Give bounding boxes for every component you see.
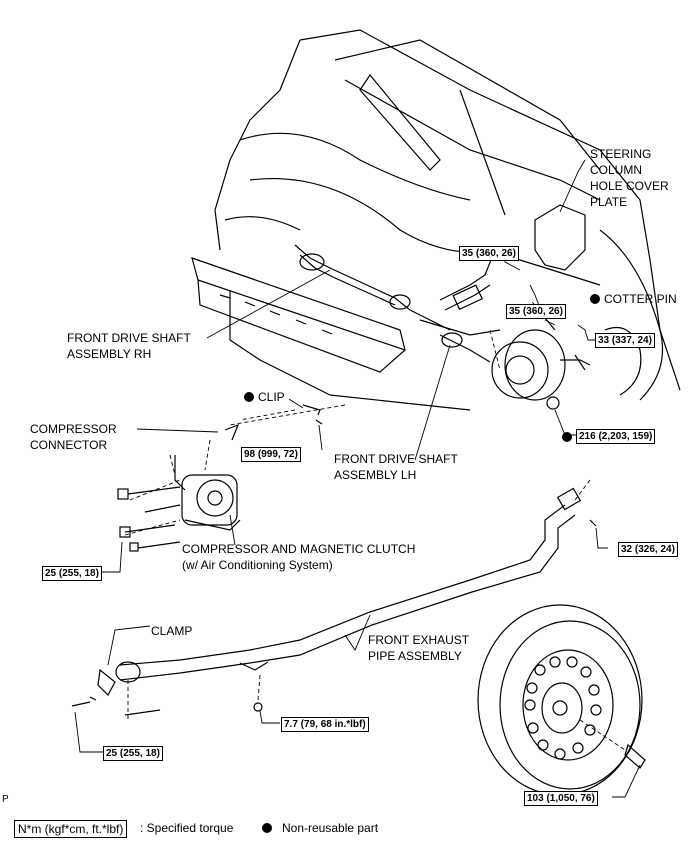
clip-part <box>302 404 323 425</box>
nonreusable-dot-icon <box>262 823 272 833</box>
torque-badge-4: 98 (999, 72) <box>241 447 301 462</box>
steering-column-cover-plate <box>534 204 586 271</box>
compressor-assembly <box>117 423 241 552</box>
legend-torque-desc: : Specified torque <box>140 821 234 835</box>
drive-shaft-rh-label-1: FRONT DRIVE SHAFT <box>67 331 191 345</box>
torque-badge-6: 32 (326, 24) <box>618 542 678 557</box>
nonreusable-dot-icon <box>590 294 600 304</box>
torque-badge-7: 25 (255, 18) <box>42 566 102 581</box>
hub-nut-part <box>624 743 646 769</box>
steering-plate-label-3: HOLE COVER <box>590 179 669 193</box>
exhaust-pipe-label-1: FRONT EXHAUST <box>368 633 470 647</box>
front-exhaust-pipe <box>71 487 597 716</box>
torque-badge-2: 35 (360, 26) <box>506 304 566 319</box>
bumper-reinforcement <box>191 257 471 411</box>
compressor-connector-label-1: COMPRESSOR <box>30 422 117 436</box>
torque-badge-5: 216 (2,203, 159) <box>562 429 656 444</box>
drive-shaft-lh-label-1: FRONT DRIVE SHAFT <box>334 452 458 466</box>
cotter-pin-label: COTTER PIN <box>590 292 677 307</box>
torque-badge-1: 35 (360, 26) <box>459 246 519 261</box>
torque-badge-9: 25 (255, 18) <box>103 746 163 761</box>
compressor-clutch-label-1: COMPRESSOR AND MAGNETIC CLUTCH <box>182 542 416 556</box>
torque-badge-10: 103 (1,050, 76) <box>524 791 598 806</box>
leader-lines <box>74 159 641 798</box>
nonreusable-dot-icon <box>562 432 572 442</box>
torque-badge-8: 7.7 (79, 68 in.*lbf) <box>281 717 369 732</box>
drive-shafts <box>294 244 491 363</box>
corner-mark: P <box>2 794 9 805</box>
clip-label: CLIP <box>244 390 285 405</box>
clamp-label: CLAMP <box>151 624 193 638</box>
drive-shaft-rh-label-2: ASSEMBLY RH <box>67 347 152 361</box>
nonreusable-dot-icon <box>244 392 254 402</box>
clamp-part <box>97 668 116 696</box>
legend-nonreusable: Non-reusable part <box>262 821 378 836</box>
torque-badge-3: 33 (337, 24) <box>595 333 655 348</box>
steering-knuckle-hub <box>491 317 591 410</box>
compressor-clutch-label-2: (w/ Air Conditioning System) <box>182 558 333 572</box>
drive-shaft-lh-label-2: ASSEMBLY LH <box>334 468 417 482</box>
legend-torque-unit: N*m (kgf*cm, ft.*lbf) <box>14 820 128 838</box>
steering-plate-label-1: STEERING <box>590 147 652 161</box>
steering-plate-label-2: COLUMN <box>590 163 643 177</box>
steering-plate-label-4: PLATE <box>590 195 628 209</box>
exhaust-pipe-label-2: PIPE ASSEMBLY <box>368 649 462 663</box>
tire-wheel <box>477 604 646 796</box>
compressor-connector-label-2: CONNECTOR <box>30 438 108 452</box>
